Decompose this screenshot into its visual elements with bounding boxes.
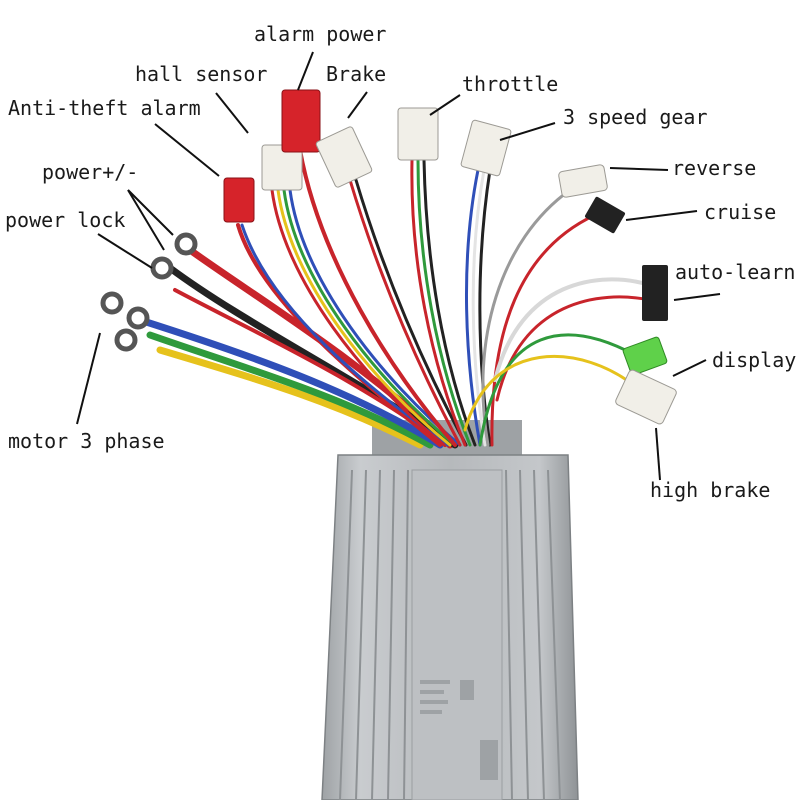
alarm-power-connector — [281, 89, 321, 153]
leader-high-brake — [655, 427, 661, 481]
connectors — [100, 89, 677, 425]
display-connector — [622, 336, 668, 376]
housing-center-panel — [411, 469, 503, 800]
cruise-connector — [585, 196, 625, 234]
leader-lines — [76, 51, 721, 481]
leader-display — [672, 359, 707, 377]
label-hall-sensor: hall sensor — [135, 62, 268, 86]
label-motor-3-phase: motor 3 phase — [8, 429, 165, 453]
motor-phase-terminal-2 — [126, 306, 150, 330]
controller-housing — [321, 420, 579, 800]
leader-speed-gear — [499, 122, 556, 141]
motor-phase-terminal-1 — [100, 291, 124, 315]
power-plus-terminal — [174, 232, 198, 256]
label-reverse: reverse — [672, 156, 757, 180]
label-brake: Brake — [326, 62, 387, 86]
label-throttle: throttle — [462, 72, 559, 96]
label-power-lock: power lock — [5, 208, 126, 232]
spec-label-marks — [420, 680, 498, 780]
label-cruise: cruise — [704, 200, 777, 224]
motor-phase-terminal-3 — [114, 328, 138, 352]
leader-anti-theft-alarm — [154, 123, 220, 177]
leader-throttle — [429, 94, 461, 116]
cooling-fins — [339, 469, 561, 800]
leader-auto-learn — [673, 293, 721, 301]
label-alarm-power: alarm power — [254, 22, 387, 46]
leader-brake — [347, 91, 368, 119]
leader-power-lock — [97, 233, 153, 269]
label-3-speed-gear: 3 speed gear — [563, 105, 708, 129]
label-high-brake: high brake — [650, 478, 771, 502]
leader-hall-sensor — [215, 92, 249, 134]
ring-terminals — [100, 232, 198, 352]
auto-learn-connector — [642, 265, 668, 321]
high-brake-connector — [615, 369, 677, 425]
speed-gear-connector — [460, 119, 512, 177]
leader-motor-3-phase — [76, 332, 101, 425]
brake-connector — [315, 126, 373, 188]
leader-power-plus — [127, 189, 174, 236]
leader-reverse — [609, 167, 669, 171]
label-anti-theft-alarm: Anti-theft alarm — [8, 96, 201, 120]
power-minus-terminal — [150, 256, 174, 280]
anti-theft-alarm-connector — [223, 177, 255, 223]
label-auto-learn: auto-learn — [675, 260, 796, 284]
leader-cruise — [625, 210, 698, 221]
leader-alarm-power — [297, 51, 314, 91]
label-power-plus-minus: power+/- — [42, 160, 139, 184]
wire-bundle — [136, 148, 652, 449]
throttle-connector — [397, 107, 439, 161]
leader-power-minus — [127, 189, 165, 251]
reverse-connector — [558, 164, 608, 198]
label-display: display — [712, 348, 797, 372]
